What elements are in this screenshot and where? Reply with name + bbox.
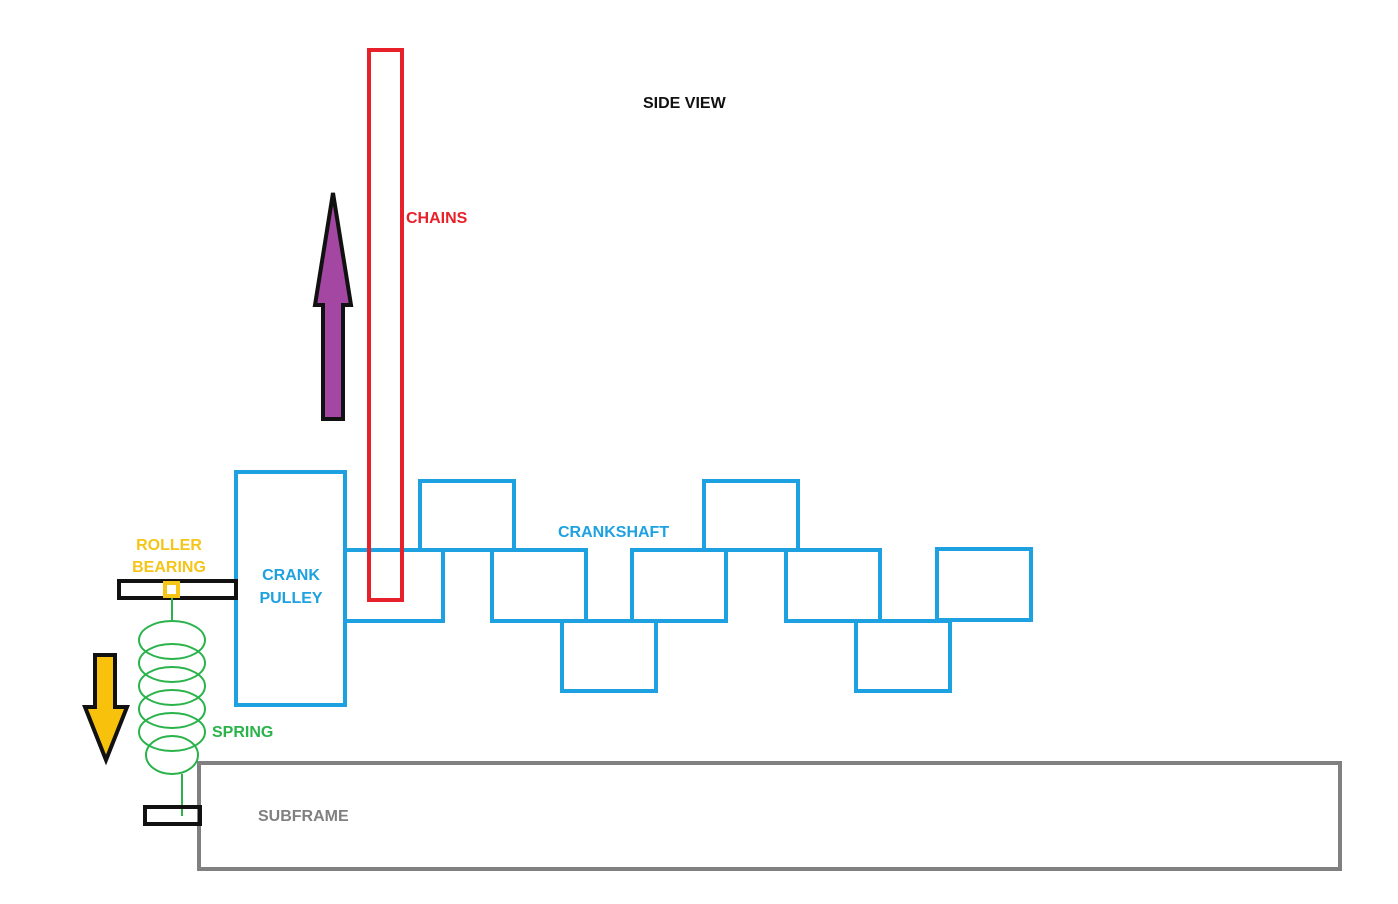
crank-pulley: [234, 470, 347, 707]
crankshaft-label: CRANKSHAFT: [558, 524, 669, 541]
spring-label: SPRING: [212, 724, 273, 741]
chains: [367, 48, 404, 602]
spring-coil: [138, 643, 206, 683]
spring-coil: [138, 666, 206, 706]
spring-mount: [143, 805, 202, 826]
crankshaft-journal: [935, 547, 1033, 622]
subframe-body: [197, 761, 1342, 871]
crank-pulley-label-line2: PULLEY: [259, 590, 322, 607]
subframe-label: SUBFRAME: [258, 808, 349, 825]
roller-bearing: [163, 581, 180, 598]
arrow-down-icon: [82, 653, 130, 766]
spring-coil: [145, 735, 199, 775]
crankshaft-journal: [343, 548, 445, 623]
crankshaft: [343, 479, 1033, 693]
spring-coil: [138, 712, 206, 752]
spring-coil: [138, 689, 206, 729]
arrow-up-icon: [312, 192, 354, 421]
crank-pulley-label-line1: CRANK: [262, 567, 320, 584]
diagram-title: SIDE VIEW: [643, 95, 727, 112]
crankshaft-journal: [784, 548, 882, 623]
crankshaft-journal: [854, 619, 952, 693]
chains-label: CHAINS: [406, 210, 468, 227]
crankshaft-journal: [630, 548, 728, 623]
crankshaft-journal: [490, 548, 588, 623]
crankshaft-journal: [560, 619, 658, 693]
roller-bearing-label-line2: BEARING: [132, 559, 206, 576]
crankshaft-journal: [418, 479, 516, 552]
roller-bearing-label-line1: ROLLER: [136, 537, 202, 554]
spring: [138, 598, 206, 816]
crankshaft-journal: [702, 479, 800, 552]
spring-coil: [138, 620, 206, 660]
